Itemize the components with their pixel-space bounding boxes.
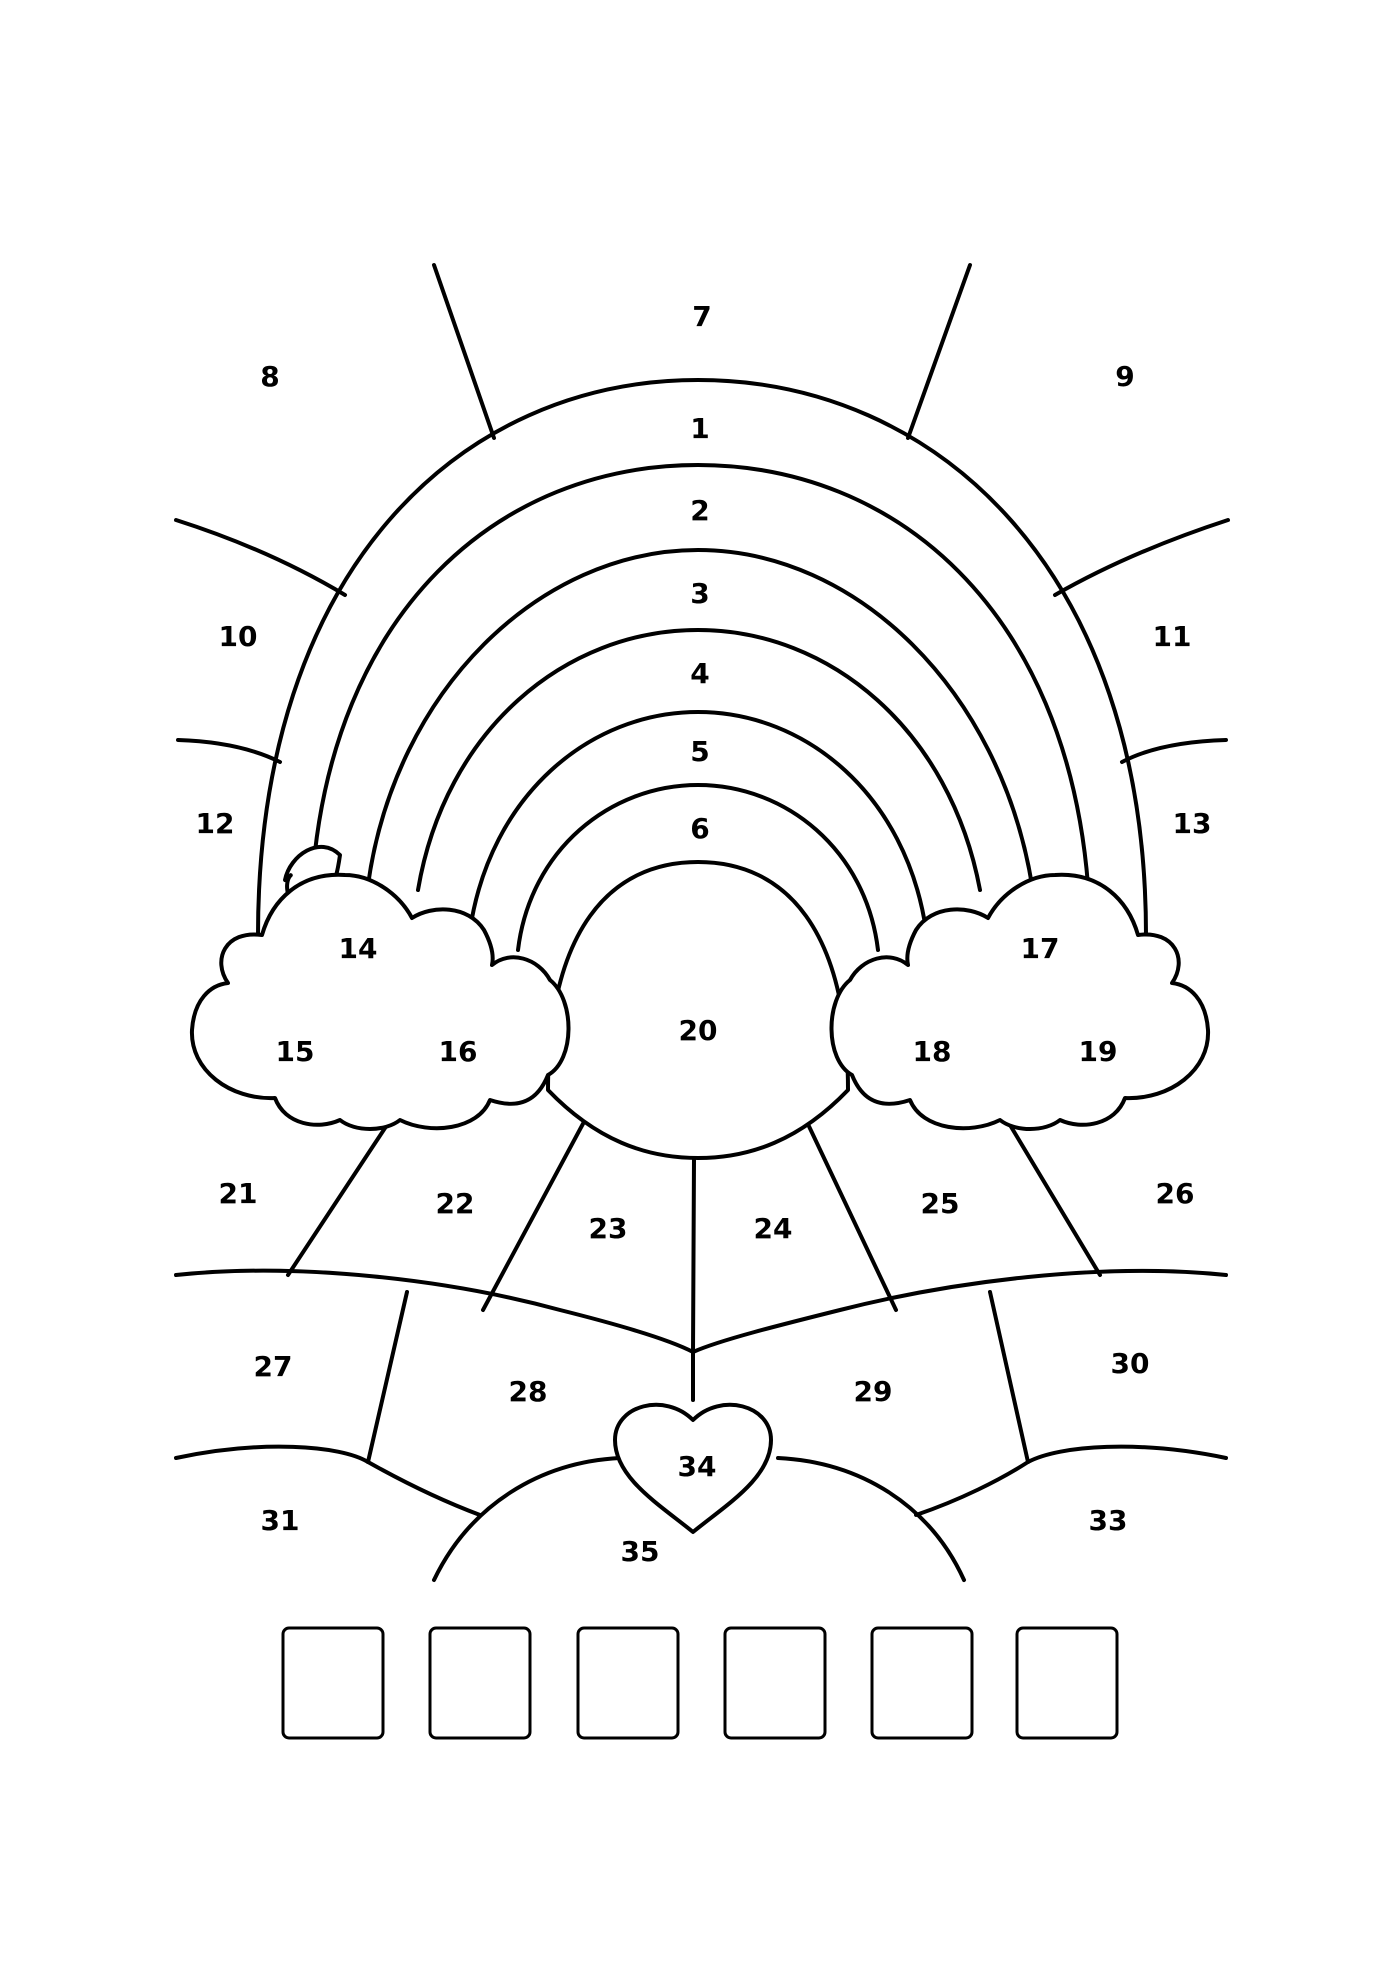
number-field-4: 30 (1111, 1347, 1150, 1380)
number-cloud-left-right: 16 (439, 1035, 478, 1068)
number-ray-5: 25 (921, 1187, 960, 1220)
number-ray-4: 24 (754, 1212, 793, 1245)
number-arc-6: 6 (690, 812, 709, 845)
answer-box-5[interactable] (870, 1626, 974, 1740)
heart-shape (613, 1402, 773, 1534)
rainbow-arc-6 (516, 783, 880, 952)
number-cloud-left-top: 14 (339, 932, 378, 965)
cloud-left (189, 872, 571, 1131)
rainbow-arc-5 (468, 710, 928, 932)
number-sky-right-upper: 11 (1153, 620, 1192, 653)
number-sky-top-left: 8 (260, 360, 279, 393)
number-arc-3: 3 (690, 577, 709, 610)
number-sky-top-right: 9 (1115, 360, 1134, 393)
answer-box-2[interactable] (428, 1626, 532, 1740)
number-sky-top: 7 (692, 300, 711, 333)
rainbow-arc-3 (366, 548, 1034, 887)
number-cloud-right-left: 18 (913, 1035, 952, 1068)
ground-lines (174, 1268, 1228, 1582)
number-ray-3: 23 (589, 1212, 628, 1245)
number-hill-center: 35 (621, 1535, 660, 1568)
cloud-right (829, 872, 1211, 1131)
number-ray-2: 22 (436, 1187, 475, 1220)
rainbow-arc-outer (256, 378, 1148, 937)
number-arc-4: 4 (690, 657, 709, 690)
sun-shape (546, 860, 850, 1160)
answer-boxes (281, 1626, 1119, 1740)
number-ray-1: 21 (219, 1177, 258, 1210)
answer-box-4[interactable] (723, 1626, 827, 1740)
number-hill-right: 33 (1089, 1504, 1128, 1537)
number-cloud-right-top: 17 (1021, 932, 1060, 965)
sky-ray-lines (174, 263, 1230, 764)
number-arc-2: 2 (690, 494, 709, 527)
number-heart: 34 (678, 1450, 717, 1483)
number-hill-left: 31 (261, 1504, 300, 1537)
rainbow (256, 378, 1148, 952)
answer-box-1[interactable] (281, 1626, 385, 1740)
number-cloud-left-left: 15 (276, 1035, 315, 1068)
number-sky-right-lower: 13 (1173, 807, 1212, 840)
rainbow-arc-4 (416, 628, 982, 892)
number-arc-1: 1 (690, 412, 709, 445)
rainbow-arc-2 (310, 463, 1090, 887)
number-sky-left-upper: 10 (219, 620, 258, 653)
number-field-1: 27 (254, 1350, 293, 1383)
region-numbers: 1 2 3 4 5 6 7 8 9 10 11 12 13 14 15 16 1… (196, 300, 1212, 1568)
number-ray-6: 26 (1156, 1177, 1195, 1210)
number-field-2: 28 (509, 1375, 548, 1408)
answer-box-6[interactable] (1015, 1626, 1119, 1740)
number-sky-left-lower: 12 (196, 807, 235, 840)
number-arc-5: 5 (690, 735, 709, 768)
ground-ray-lines (286, 1118, 1102, 1354)
number-field-3: 29 (854, 1375, 893, 1408)
number-cloud-right-right: 19 (1079, 1035, 1118, 1068)
number-sun: 20 (679, 1014, 718, 1047)
answer-box-3[interactable] (576, 1626, 680, 1740)
